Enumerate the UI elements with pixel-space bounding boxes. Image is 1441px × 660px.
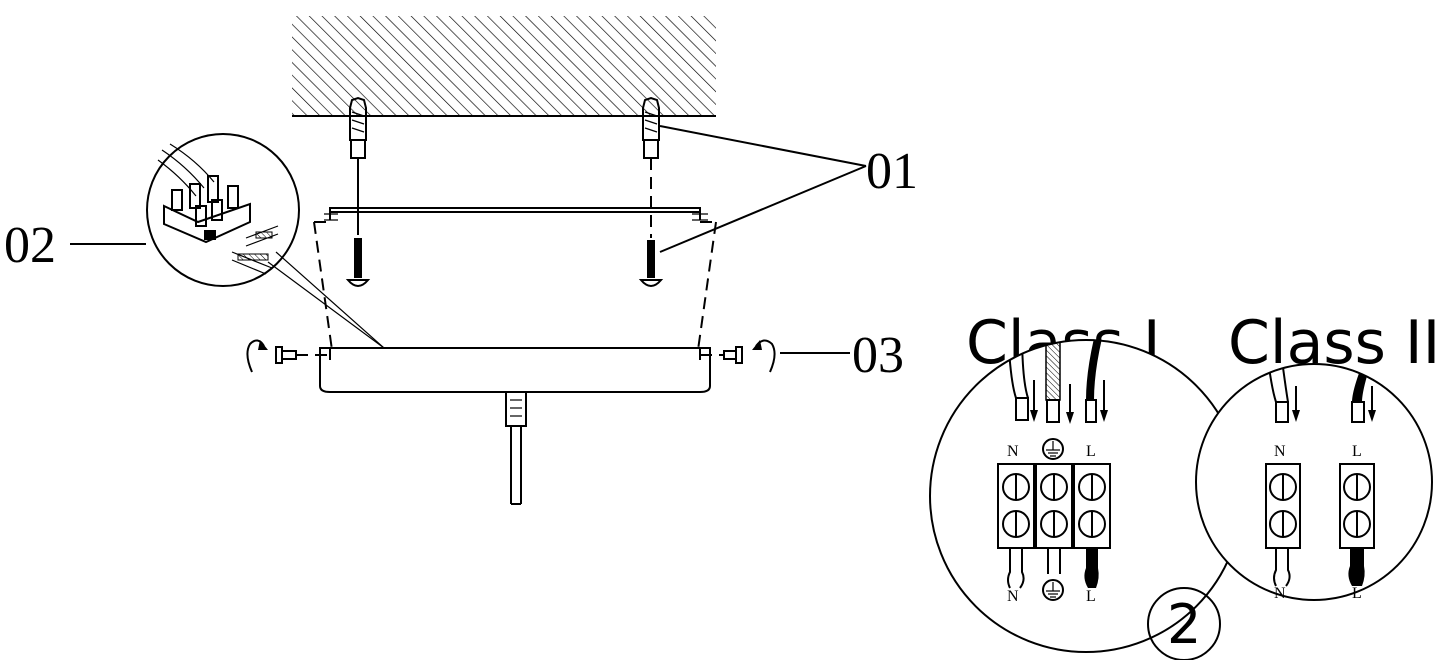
screw-left: [345, 238, 371, 287]
class-2-top-label-n: N: [1274, 443, 1286, 460]
connector-detail-bubble: [146, 133, 385, 349]
terminal-n-class-1: [997, 463, 1035, 549]
class-2-bottom-label-n: N: [1274, 585, 1286, 602]
screw-right: [638, 240, 664, 287]
earth-icon: [1042, 579, 1064, 601]
side-screw-right: [700, 346, 743, 364]
terminal-earth-class-1: [1035, 463, 1073, 549]
terminal-l-class-2: [1339, 463, 1375, 549]
base-plate: [319, 347, 711, 393]
stem: [505, 391, 527, 505]
class-1-top-label-n: N: [1007, 443, 1019, 460]
class-2-bottom-label-l: L: [1352, 585, 1362, 602]
class-2-top-label-l: L: [1352, 443, 1362, 460]
callout-leader-01: [659, 125, 867, 253]
earth-icon: [1042, 438, 1064, 460]
class-1-top-label-l: L: [1086, 443, 1096, 460]
side-screw-left: [275, 346, 330, 364]
step-number: 2: [1167, 593, 1201, 656]
terminal-n-class-2: [1265, 463, 1301, 549]
callout-03: 03: [852, 327, 904, 384]
rotate-arrow-left-icon: [246, 339, 268, 373]
canopy-outline: [313, 221, 717, 351]
callout-02: 02: [4, 217, 56, 274]
ceiling: [292, 16, 716, 117]
class-2-wiring-detail: N L N L: [1195, 363, 1433, 602]
class-1-bottom-label-n: N: [1007, 588, 1019, 605]
class-1-bottom-label-l: L: [1086, 588, 1096, 605]
step-number-badge: 2: [1147, 587, 1221, 660]
terminal-block-icon: [163, 175, 251, 244]
callout-01: 01: [866, 143, 918, 200]
mounting-bracket: [324, 207, 708, 221]
rotate-arrow-right-icon: [752, 339, 776, 373]
